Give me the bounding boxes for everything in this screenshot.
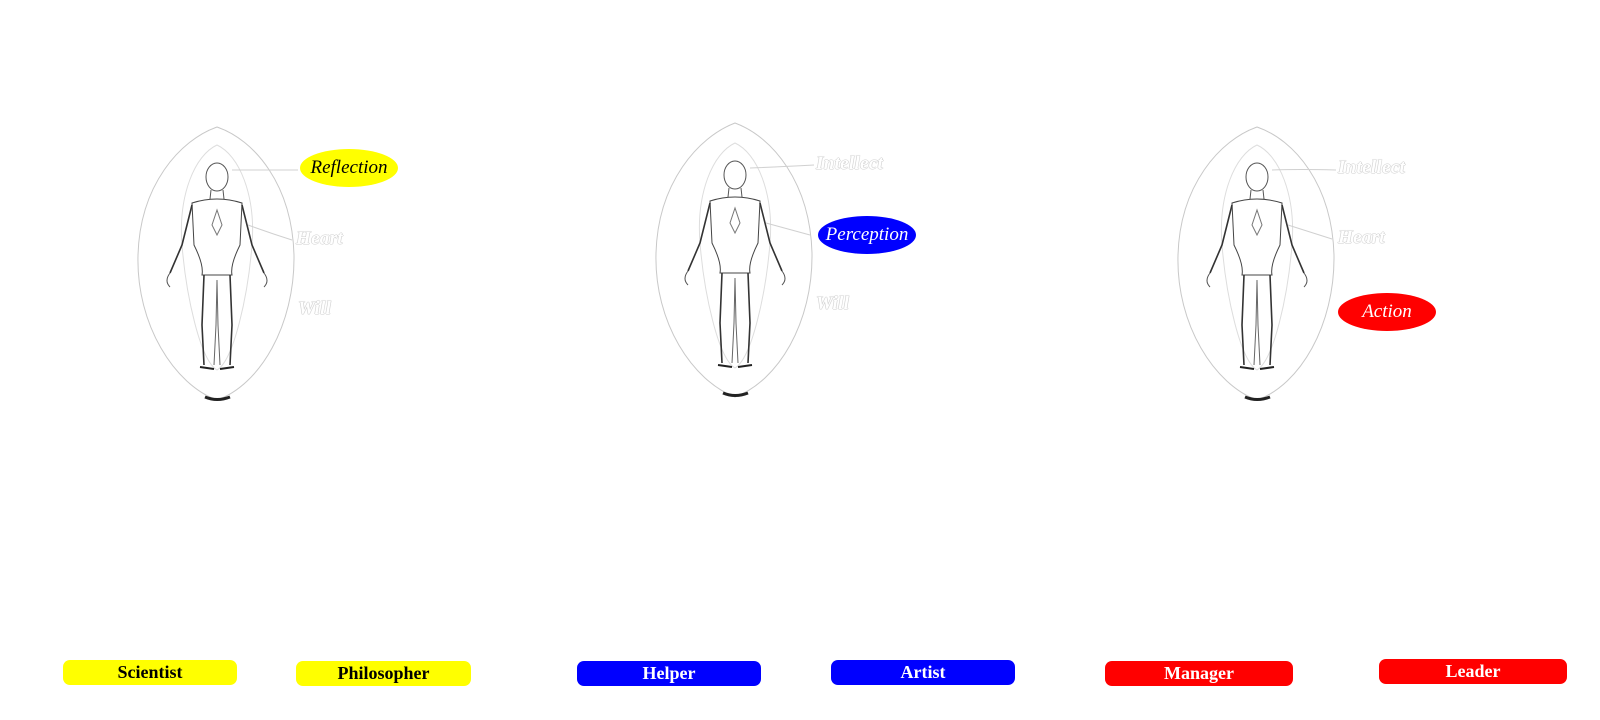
human-figure-icon [137,126,298,401]
figure-panel-2: Intellect Will Perception [638,115,958,415]
intellect-label: Intellect [1338,157,1406,178]
reflection-highlight[interactable]: Reflection [300,149,398,187]
heart-label: Heart [296,228,343,249]
action-highlight[interactable]: Action [1338,293,1436,331]
figure-panel-1: Heart Will Reflection [120,115,440,415]
human-figure-icon [1177,126,1337,401]
figure-panel-3: Intellect Heart Action [1160,115,1480,415]
human-figure-icon [655,122,815,398]
manager-button[interactable]: Manager [1105,661,1293,686]
heart-label: Heart [1338,227,1385,248]
artist-button[interactable]: Artist [831,660,1015,685]
intellect-label: Intellect [816,153,884,174]
leader-button[interactable]: Leader [1379,659,1567,684]
scientist-button[interactable]: Scientist [63,660,237,685]
will-label: Will [816,293,850,314]
perception-highlight[interactable]: Perception [818,216,916,254]
helper-button[interactable]: Helper [577,661,761,686]
philosopher-button[interactable]: Philosopher [296,661,471,686]
will-label: Will [298,298,332,319]
